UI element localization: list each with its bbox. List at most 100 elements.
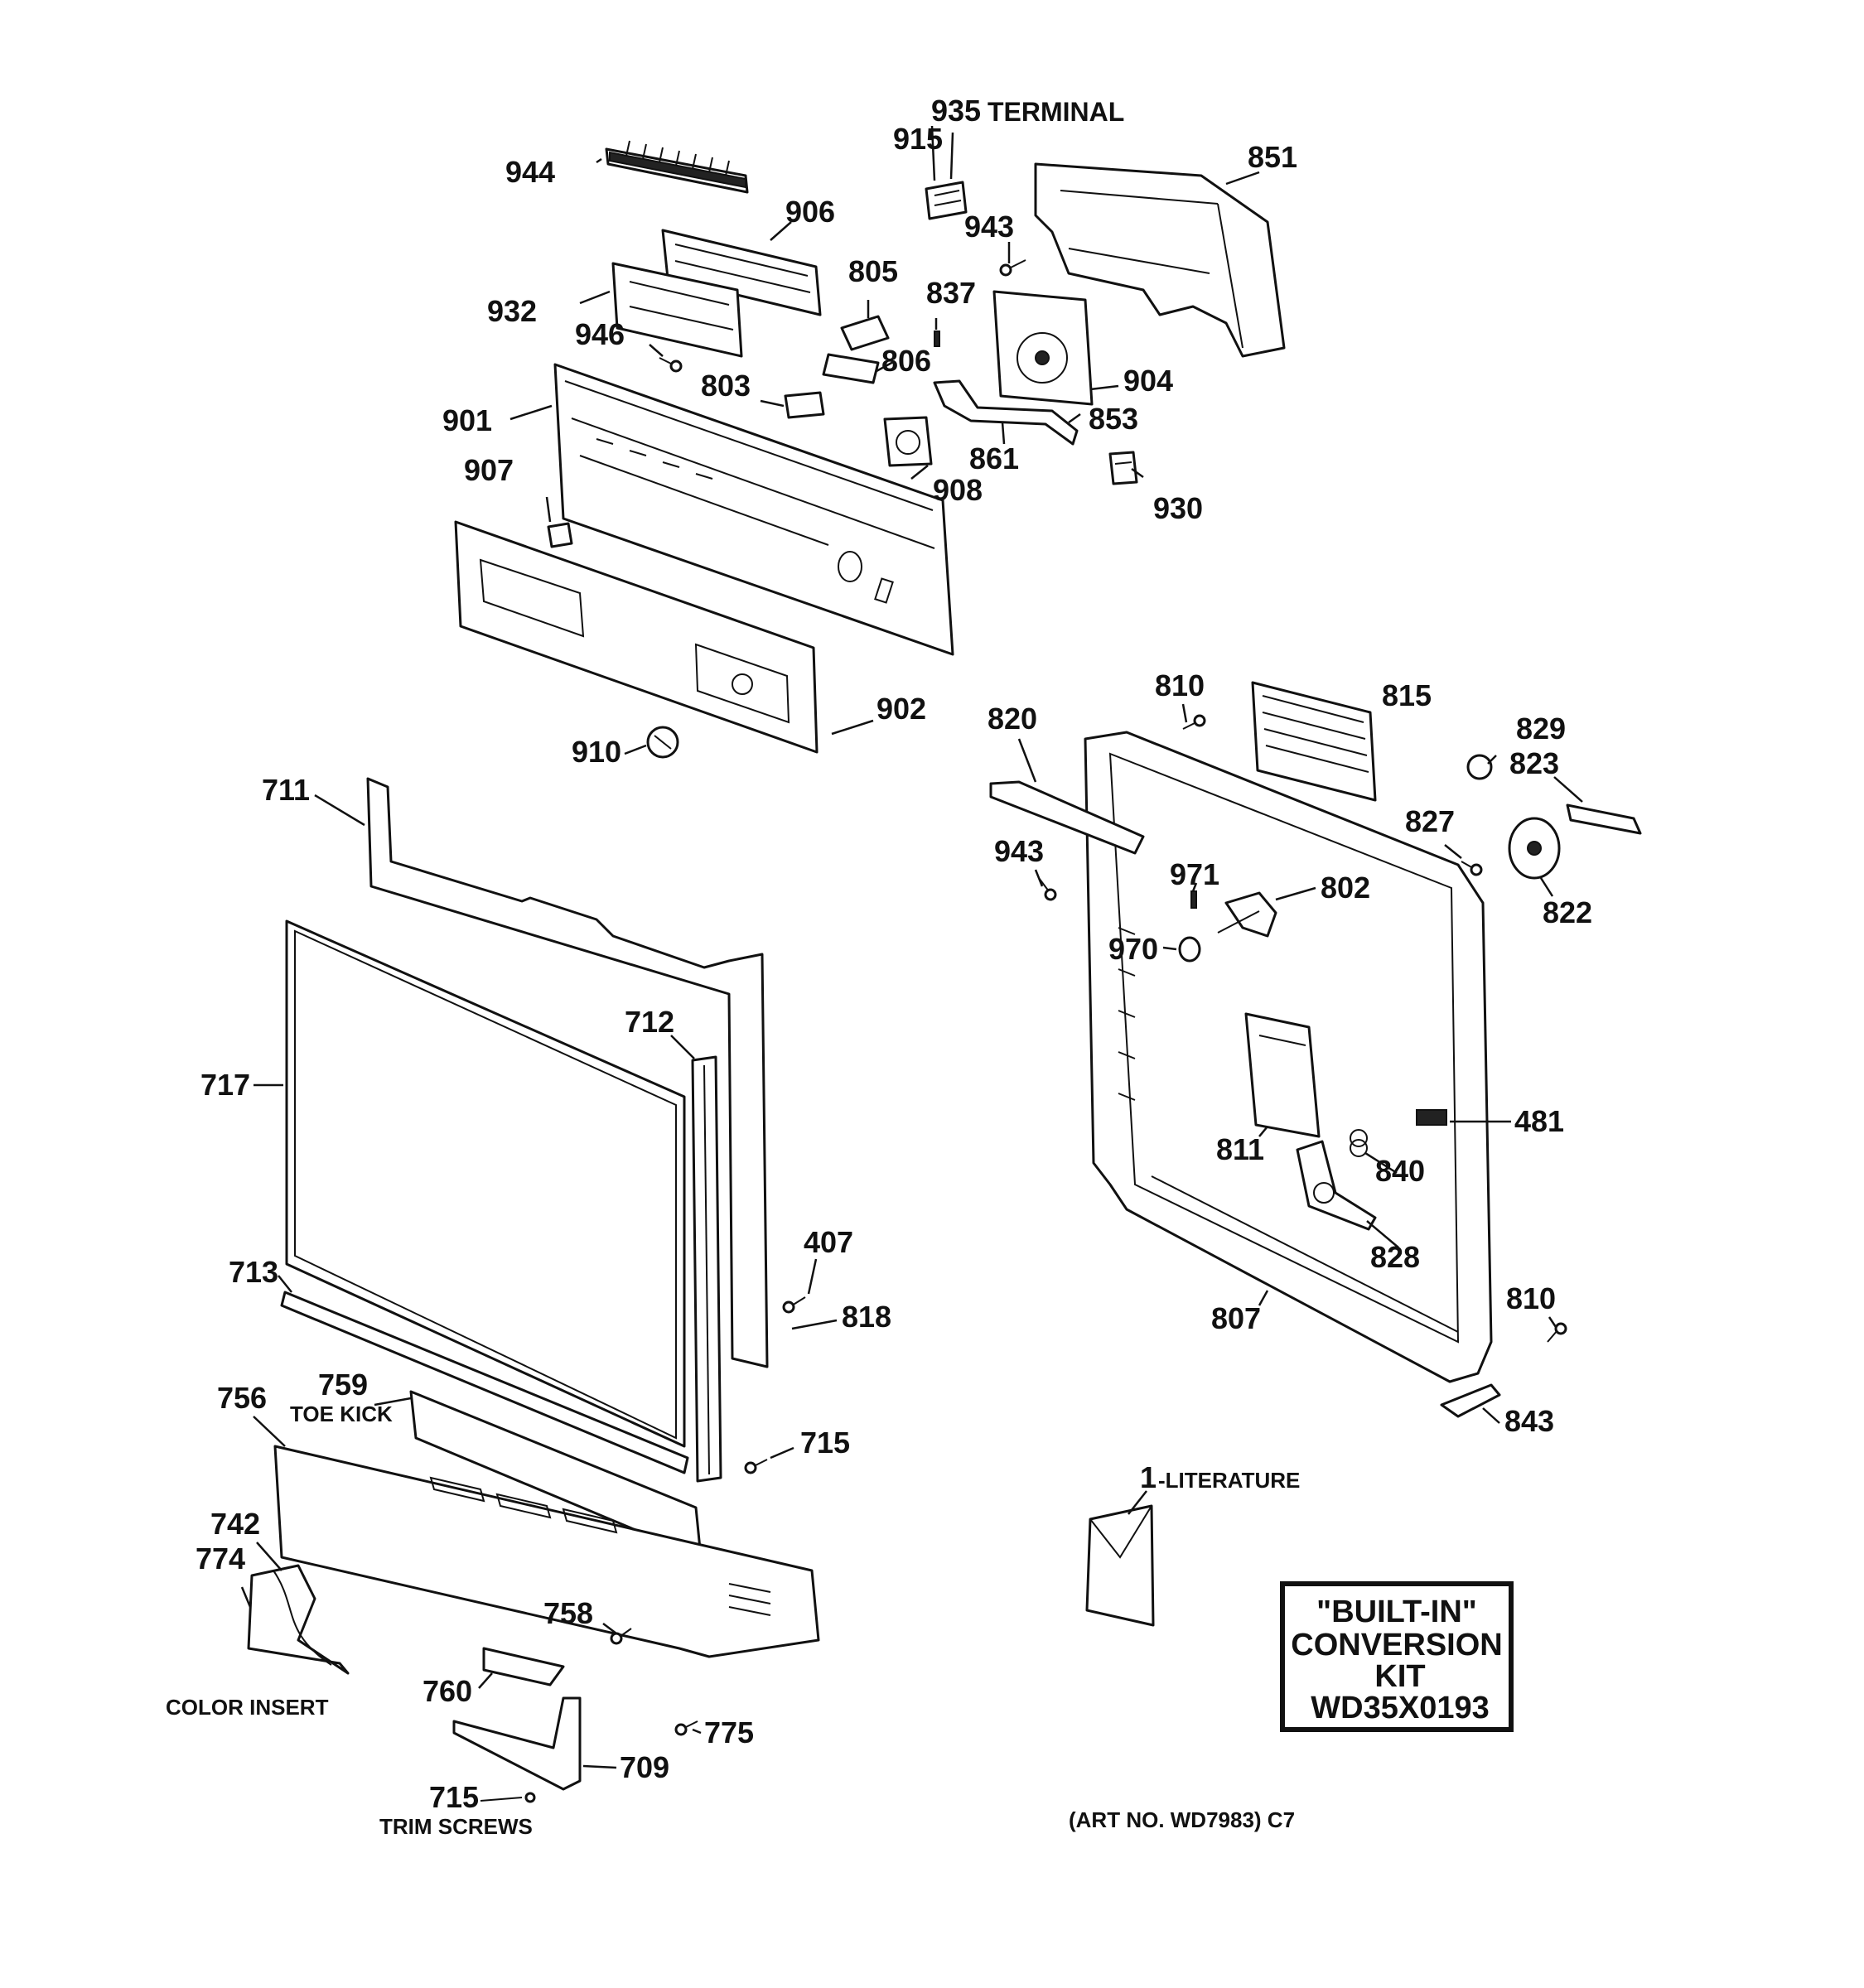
callout-829: 829 [1516, 712, 1566, 746]
part-811-dispenser [1244, 1012, 1321, 1138]
part-943-screw-right [1038, 877, 1057, 901]
callout-802: 802 [1321, 871, 1370, 905]
callout-818: 818 [842, 1300, 891, 1334]
part-775-screw [674, 1720, 698, 1736]
part-806-plate [822, 353, 880, 384]
callout-1-literature: -LITERATURE [1158, 1468, 1300, 1493]
callout-815: 815 [1382, 678, 1432, 712]
part-907-button [547, 522, 573, 548]
callout-828: 828 [1370, 1240, 1420, 1274]
part-971-pin [1190, 890, 1197, 909]
part-802-latch [1217, 891, 1277, 938]
part-851-housing [1034, 162, 1286, 358]
callout-811: 811 [1216, 1132, 1264, 1166]
part-822-dial [1508, 817, 1561, 880]
callout-709: 709 [620, 1750, 669, 1784]
part-908-switch-block [883, 416, 933, 467]
callout-774: 774 [196, 1542, 245, 1575]
art-number: (ART NO. WD7983) C7 [1069, 1807, 1295, 1832]
callout-820: 820 [988, 702, 1037, 736]
part-828-lever [1296, 1140, 1377, 1231]
part-1-literature [1085, 1504, 1155, 1627]
callout-970: 970 [1108, 932, 1158, 966]
callout-907: 907 [464, 453, 514, 487]
part-930-connector [1108, 451, 1138, 485]
label-trim-screws: TRIM SCREWS [379, 1814, 533, 1839]
part-837-pin [934, 331, 940, 347]
part-944-switch-strip [605, 140, 749, 194]
callout-717: 717 [200, 1068, 250, 1102]
callout-760: 760 [423, 1674, 472, 1708]
callout-756: 756 [217, 1381, 267, 1415]
part-820-handle [989, 780, 1145, 855]
callout-715-upper: 715 [800, 1426, 850, 1460]
callout-837: 837 [926, 276, 976, 310]
callout-823: 823 [1509, 746, 1559, 780]
part-713-bottom-trim [280, 1291, 689, 1474]
leader-lines [240, 125, 1583, 1769]
callout-822: 822 [1543, 895, 1592, 929]
callout-944: 944 [505, 155, 555, 189]
part-823-shaft [1566, 803, 1642, 835]
part-760-bracket [482, 1647, 565, 1686]
part-902-front-panel [454, 520, 819, 754]
part-709-bracket [452, 1696, 582, 1791]
callout-853: 853 [1089, 402, 1138, 436]
part-932-bracket [611, 262, 743, 358]
part-906-button-bar [661, 229, 822, 316]
callout-775: 775 [704, 1715, 754, 1749]
callout-935: 935 [931, 94, 981, 128]
callout-861: 861 [969, 442, 1019, 475]
callout-742: 742 [210, 1507, 260, 1541]
part-805-clip [840, 315, 890, 351]
callout-1: 1 [1140, 1460, 1157, 1494]
callout-481: 481 [1514, 1104, 1564, 1138]
part-904-timer [992, 290, 1094, 406]
callout-851: 851 [1248, 140, 1297, 174]
part-407-screw [782, 1296, 806, 1314]
callout-840: 840 [1375, 1154, 1425, 1188]
callout-711: 711 [262, 773, 310, 807]
callout-915: 915 [893, 122, 943, 156]
kit-line-2: CONVERSION [1291, 1628, 1502, 1662]
callout-902: 902 [876, 692, 926, 726]
part-827-screw [1461, 861, 1483, 876]
part-758-screw [610, 1628, 632, 1645]
callout-407: 407 [804, 1225, 853, 1259]
part-910-knob [646, 726, 679, 759]
part-829-knob [1466, 754, 1493, 780]
callout-759-toe-kick: TOE KICK [290, 1402, 393, 1426]
callout-806: 806 [881, 344, 931, 378]
kit-line-4: WD35X0193 [1311, 1691, 1489, 1725]
callout-908: 908 [933, 473, 983, 507]
part-901-control-panel [553, 363, 954, 656]
part-915-terminal [925, 181, 968, 220]
callout-805: 805 [848, 254, 898, 288]
callout-935-terminal: TERMINAL [988, 97, 1124, 127]
callout-715-trim: 715 [429, 1780, 479, 1814]
part-481-label [1416, 1109, 1447, 1126]
callout-906: 906 [785, 195, 835, 229]
part-946-screw [659, 357, 683, 373]
label-color-insert: COLOR INSERT [166, 1695, 329, 1720]
callout-827: 827 [1405, 804, 1455, 838]
part-810-screw-top [1182, 714, 1206, 730]
callout-810-bottom: 810 [1506, 1281, 1556, 1315]
part-715-screw-upper [744, 1459, 768, 1474]
callout-901: 901 [442, 403, 492, 437]
part-843-hinge [1440, 1383, 1501, 1418]
callout-930: 930 [1153, 491, 1203, 525]
callout-910: 910 [572, 735, 621, 769]
part-840-spring [1350, 1129, 1368, 1157]
conversion-kit-box: "BUILT-IN" CONVERSION KIT WD35X0193 [1280, 1581, 1514, 1732]
callout-labels: 944 935 TERMINAL 915 851 906 943 805 837… [166, 94, 1592, 1839]
part-742-774-color-insert [247, 1564, 350, 1675]
part-970-bumper [1178, 936, 1201, 963]
callout-904: 904 [1123, 364, 1173, 398]
part-861-lever [933, 379, 1079, 446]
part-803-switch [784, 391, 825, 419]
callout-946: 946 [575, 317, 625, 351]
part-756-kick-panel [273, 1445, 820, 1658]
callout-971: 971 [1170, 857, 1219, 891]
